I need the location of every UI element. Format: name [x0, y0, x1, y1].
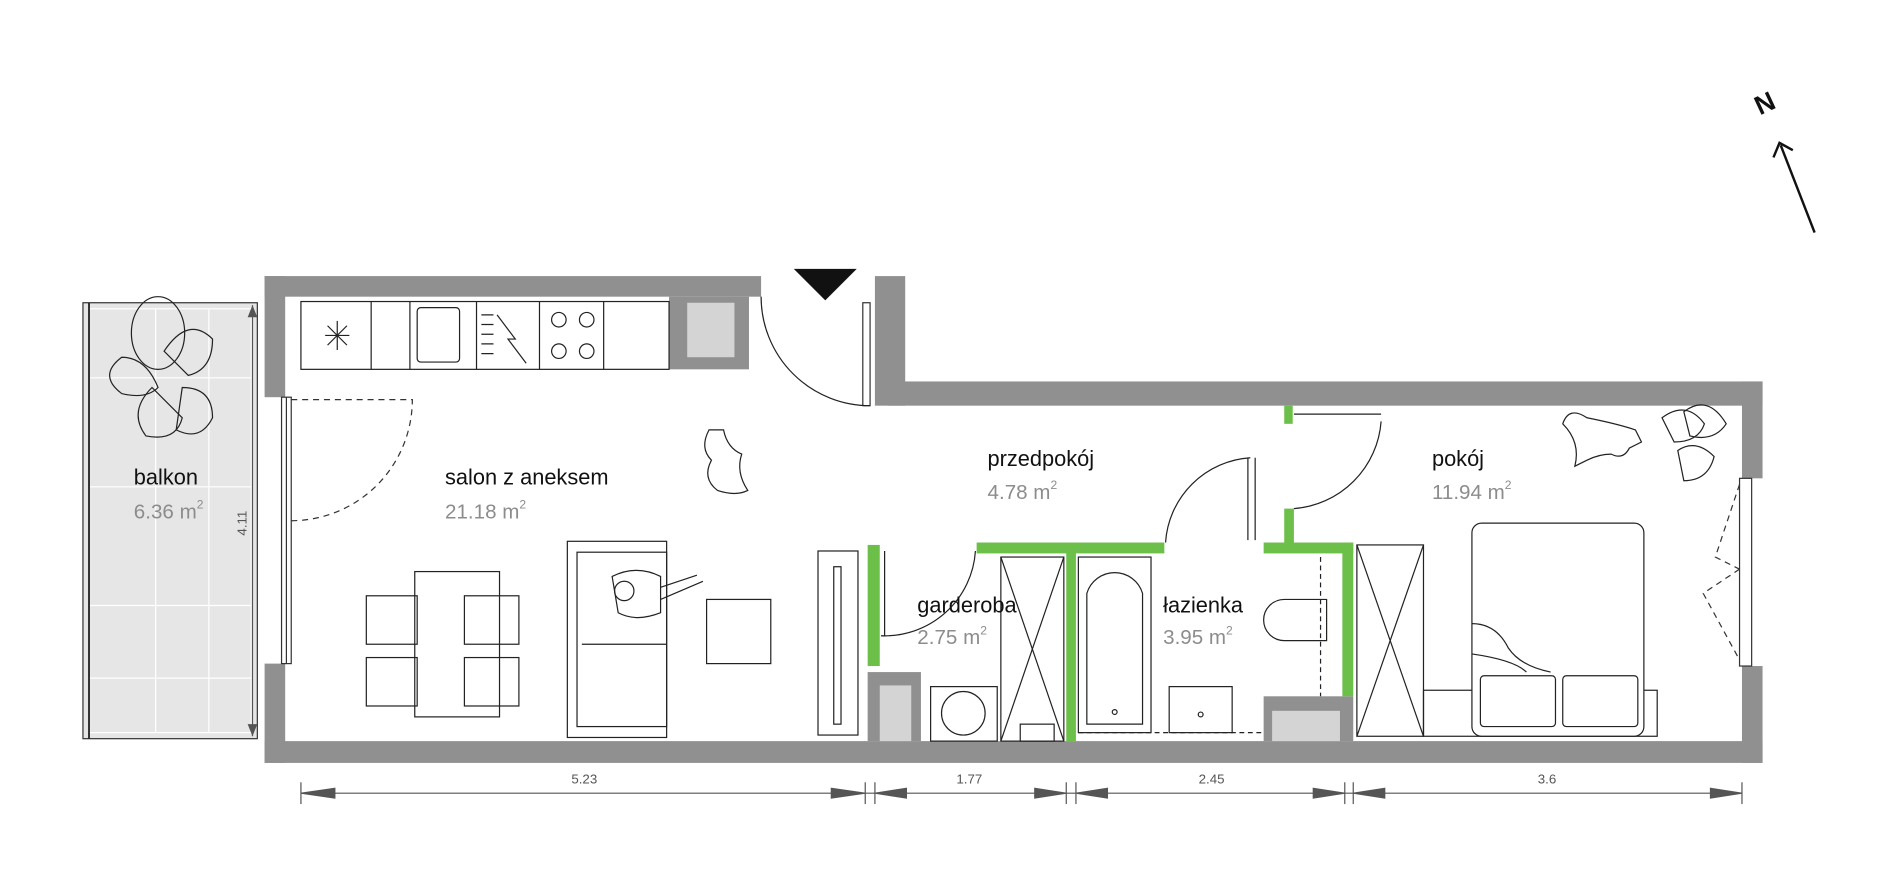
- room-area: 11.94 m: [1432, 481, 1505, 504]
- svg-text:3.95 m2: 3.95 m2: [1163, 624, 1233, 650]
- person-icon: [611, 569, 704, 619]
- room-name: garderoba: [917, 593, 1017, 618]
- dog-icon: [704, 429, 749, 495]
- unit-sup: 2: [980, 624, 987, 638]
- new-walls: [867, 405, 1354, 742]
- room-label-salon: salon z aneksem 21.18 m2: [445, 464, 608, 523]
- dining-table: [365, 570, 520, 718]
- washing-machine: [930, 686, 998, 742]
- room-name: przedpokój: [988, 446, 1095, 471]
- coffee-table: [705, 598, 772, 665]
- bed: [1422, 522, 1658, 737]
- dimension-label: 1.77: [956, 771, 982, 786]
- svg-text:11.94 m2: 11.94 m2: [1432, 478, 1512, 504]
- sofa: [566, 540, 668, 739]
- entrance-arrow-icon: [793, 268, 857, 301]
- dimension-4.11: 4.11: [234, 511, 249, 536]
- dimension-label: 3.6: [1538, 771, 1557, 786]
- room-name: pokój: [1432, 446, 1484, 471]
- unit-sup: 2: [1226, 624, 1233, 638]
- toilet: [1263, 557, 1328, 697]
- horizontal-dimensions: [300, 782, 1743, 805]
- dimension-label: 2.45: [1199, 771, 1225, 786]
- walls: [264, 276, 1763, 763]
- fan-icon: [325, 320, 350, 350]
- room-label-garderoba: garderoba 2.75 m2: [917, 593, 1017, 649]
- unit-sup: 2: [197, 498, 204, 512]
- monstera-plant-icon: [1661, 404, 1727, 482]
- unit-sup: 2: [1505, 478, 1512, 492]
- entrance-door[interactable]: [760, 268, 871, 407]
- room-area: 3.95 m: [1163, 626, 1226, 649]
- north-label: N: [1750, 86, 1780, 121]
- wardrobe: [1000, 556, 1065, 742]
- balcony: [82, 302, 258, 740]
- hob-icon: [550, 311, 595, 360]
- plant-icon: [108, 296, 214, 438]
- svg-text:21.18 m2: 21.18 m2: [445, 498, 526, 524]
- room-area: 4.78 m: [988, 481, 1051, 504]
- interior-doors: [880, 413, 1382, 637]
- unit-sup: 2: [1050, 478, 1057, 492]
- column-fills: [687, 302, 1340, 742]
- dimension-label: 5.23: [571, 771, 597, 786]
- room-label-przedpokoj: przedpokój 4.78 m2: [988, 446, 1095, 504]
- room-name: salon z aneksem: [445, 464, 608, 489]
- svg-text:6.36 m2: 6.36 m2: [134, 498, 204, 524]
- room-label-lazienka: łazienka 3.95 m2: [1163, 593, 1244, 649]
- vertical-dimension: 4.11: [234, 305, 258, 737]
- room-area: 6.36 m: [134, 500, 197, 523]
- bedroom-wardrobe: [1356, 544, 1425, 737]
- room-name: balkon: [134, 464, 198, 489]
- room-area: 21.18 m: [445, 500, 519, 523]
- cat-icon: [1562, 412, 1643, 468]
- north-arrow-icon: N: [1750, 86, 1816, 233]
- room-label-pokoj: pokój 11.94 m2: [1432, 446, 1512, 504]
- svg-text:4.78 m2: 4.78 m2: [988, 478, 1058, 504]
- svg-text:2.75 m2: 2.75 m2: [917, 624, 987, 650]
- kitchen-counter: [300, 300, 670, 370]
- tall-cabinet: [817, 550, 859, 736]
- room-name: łazienka: [1163, 593, 1244, 618]
- room-label-balkon: balkon 6.36 m2: [134, 464, 204, 523]
- unit-sup: 2: [519, 498, 526, 512]
- room-area: 2.75 m: [917, 626, 980, 649]
- sink: [1168, 686, 1233, 734]
- windows: [280, 396, 1753, 667]
